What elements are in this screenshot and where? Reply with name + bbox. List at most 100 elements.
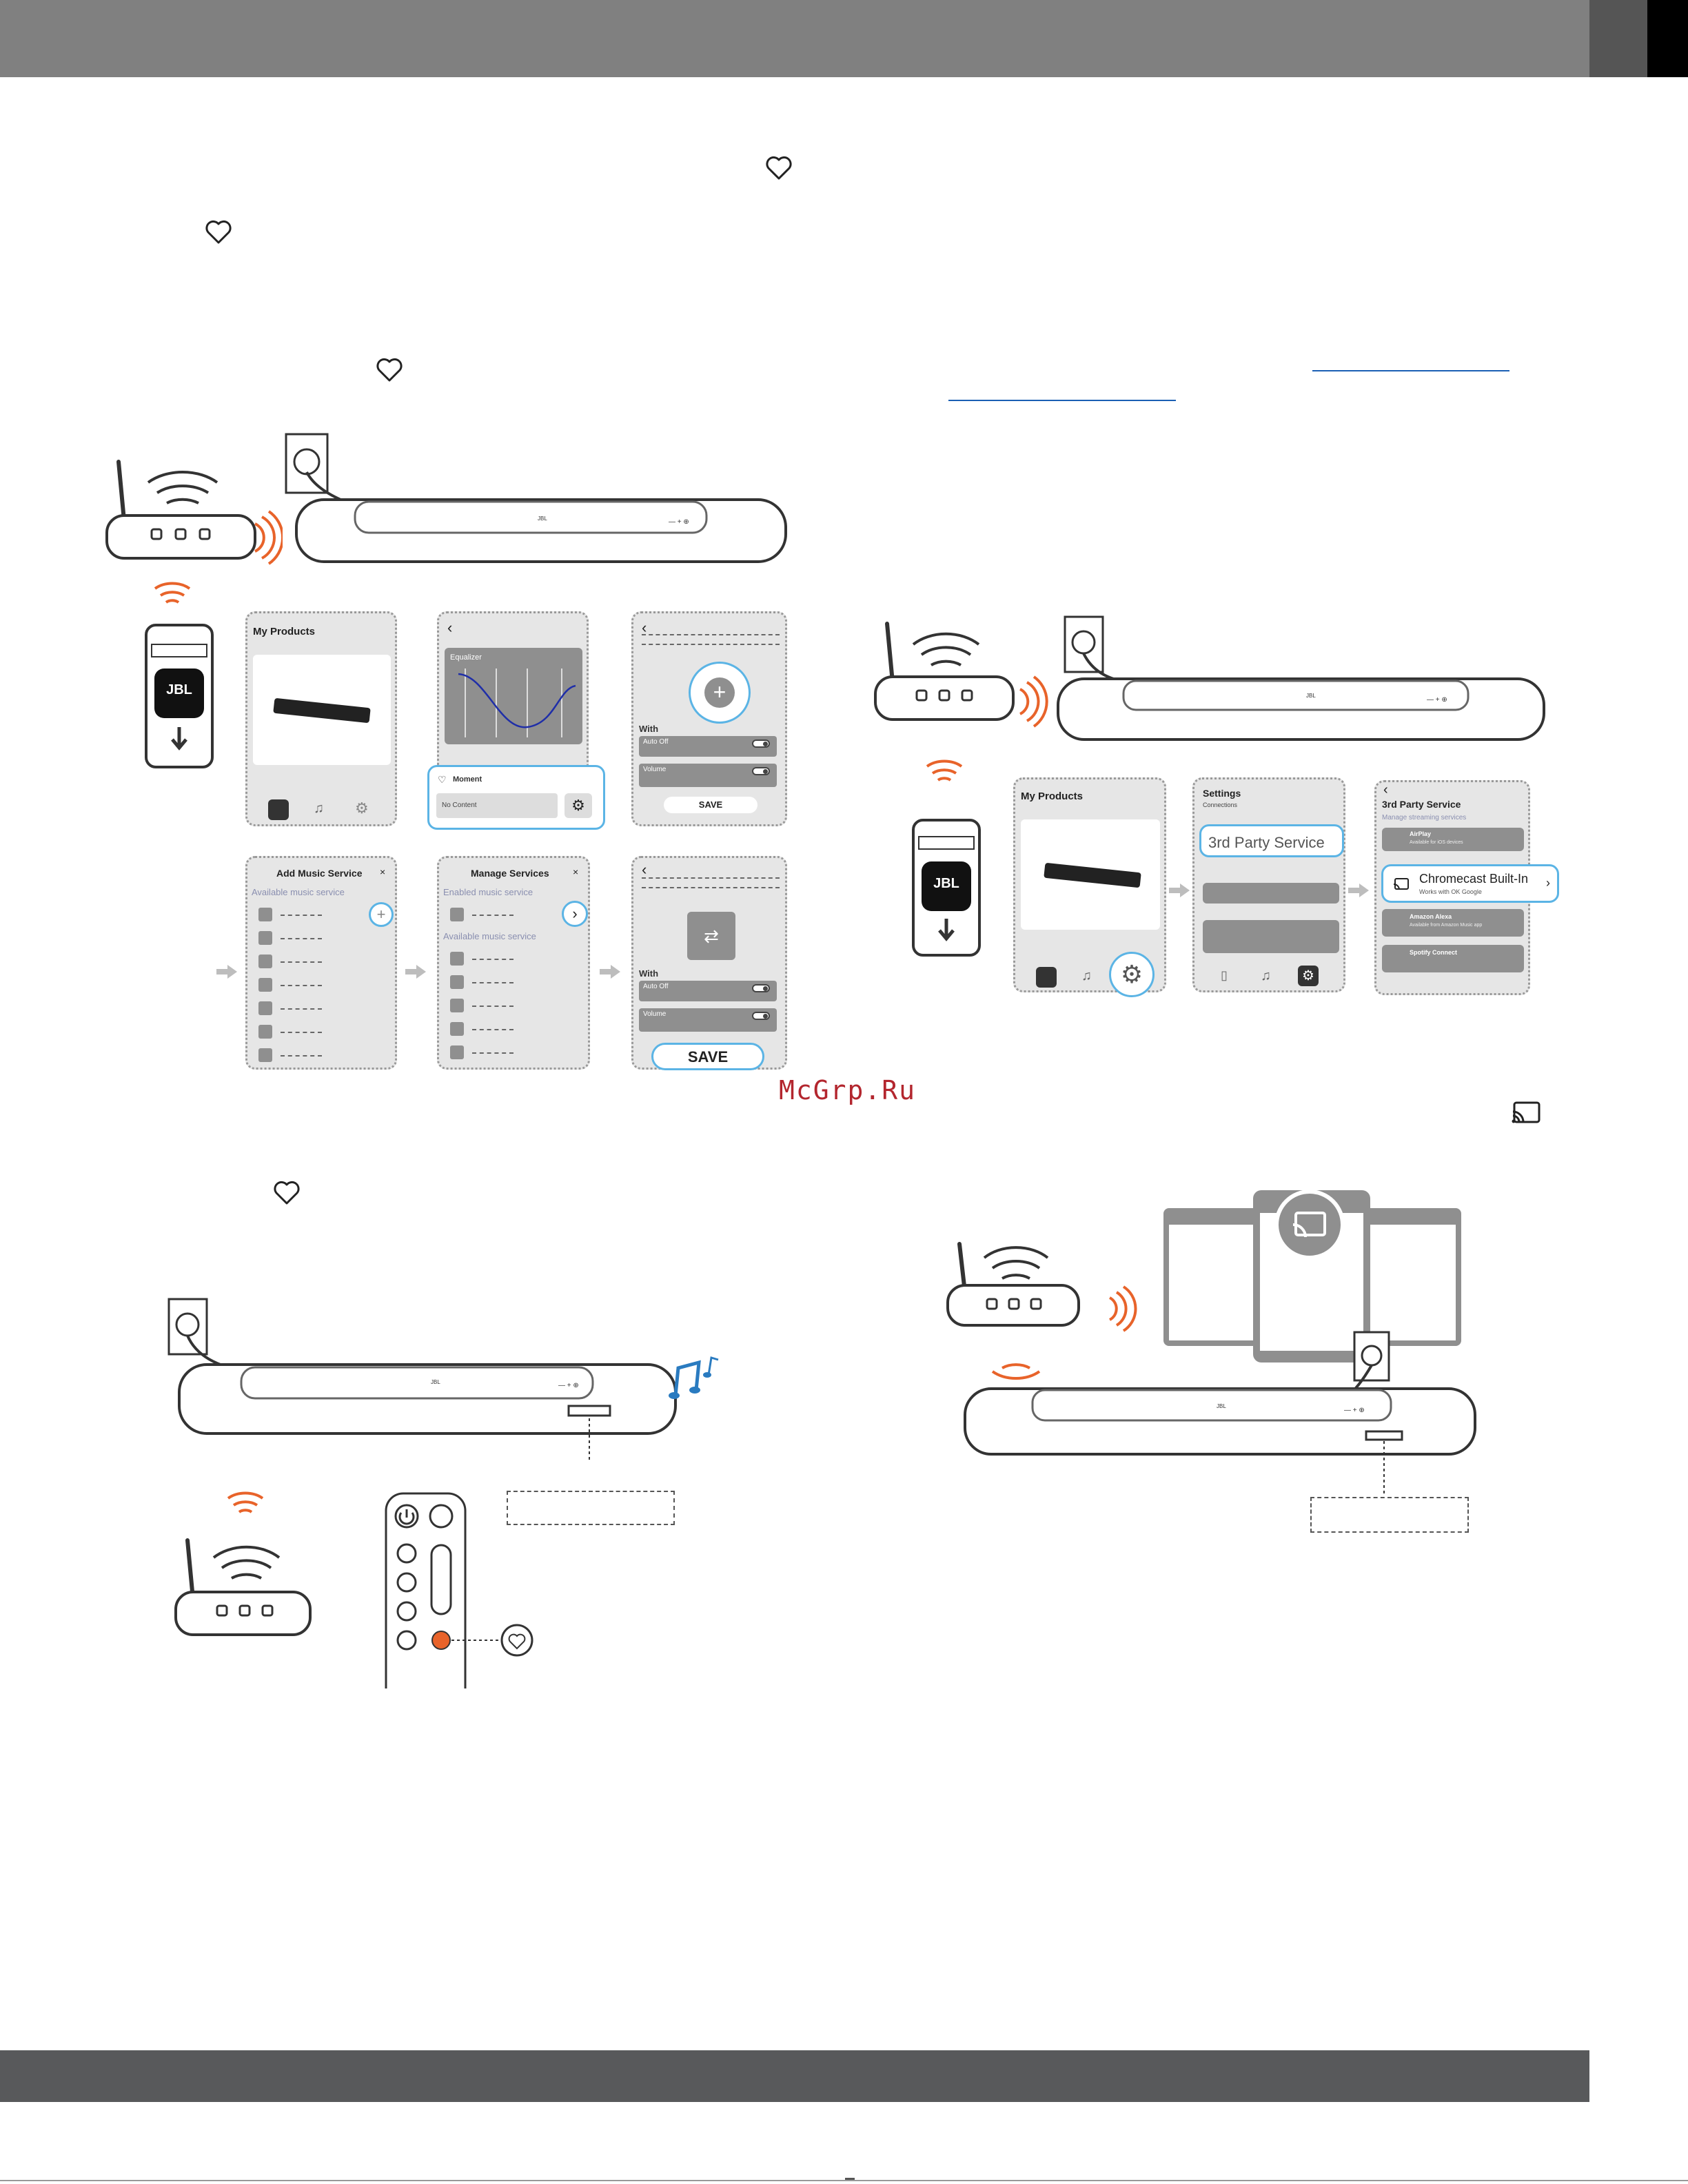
heart-icon (274, 1181, 300, 1205)
divider (642, 644, 780, 645)
divider (642, 887, 780, 888)
gear-button[interactable]: ⚙ (1109, 952, 1155, 997)
arrow-icon (1348, 884, 1369, 897)
soundbar-image (1044, 862, 1141, 888)
wifi-icon (926, 759, 963, 782)
moment-content: No Content (442, 802, 477, 809)
nav-music-icon[interactable]: ♫ (1261, 968, 1271, 983)
section-label: Enabled music service (443, 887, 533, 897)
svg-text:— + ⊕: — + ⊕ (1427, 696, 1447, 704)
service-name: Amazon Alexa (1410, 913, 1452, 920)
close-icon[interactable]: × (573, 866, 579, 877)
add-circle-button[interactable]: + (689, 662, 751, 724)
volume-label: Volume (643, 766, 667, 773)
section-label: Manage streaming services (1382, 814, 1467, 821)
volume-label: Volume (643, 1010, 667, 1018)
screen-title: My Products (1021, 790, 1084, 802)
svg-text:— + ⊕: — + ⊕ (1344, 1407, 1365, 1414)
page-marker (845, 2178, 855, 2180)
product-card[interactable] (1021, 819, 1160, 930)
close-icon[interactable]: × (380, 866, 386, 877)
volume-toggle[interactable] (752, 1012, 770, 1020)
screen-my-products-2: My Products ♫ ⚙ (1013, 777, 1166, 997)
service-row-spotify[interactable]: Spotify Connect (1382, 945, 1524, 972)
save-button[interactable]: SAVE (664, 797, 757, 813)
divider (642, 877, 780, 879)
back-icon[interactable]: ‹ (1383, 782, 1388, 797)
router-icon (174, 1538, 312, 1636)
chevron-right-button[interactable]: › (562, 901, 588, 927)
link-underline[interactable] (948, 400, 1176, 401)
nav-music-icon[interactable]: ♫ (314, 801, 324, 816)
nav-home-icon[interactable]: ▯ (1221, 968, 1228, 982)
screen-my-products: My Products ♫ ⚙ (245, 611, 397, 826)
gear-button[interactable]: ⚙ (565, 793, 592, 818)
service-row-airplay[interactable]: AirPlay Available for iOS devices (1382, 828, 1524, 851)
header-tab (1589, 0, 1647, 77)
auto-off-row: Auto Off (639, 981, 777, 1001)
screen-settings: Settings Connections ▯ ♫ ⚙ (1192, 777, 1345, 992)
arrow-icon (405, 965, 426, 979)
add-service-button[interactable]: + (369, 902, 394, 927)
nav-gear-icon[interactable]: ⚙ (1298, 966, 1319, 986)
svg-text:JBL: JBL (538, 516, 547, 522)
svg-text:JBL: JBL (1217, 1403, 1226, 1409)
header-tab-end (1647, 0, 1688, 77)
auto-off-row: Auto Off (639, 736, 777, 757)
router-icon (105, 460, 283, 565)
svg-text:JBL: JBL (431, 1379, 440, 1385)
third-party-service-callout[interactable]: 3rd Party Service (1199, 824, 1344, 857)
settings-row[interactable] (1203, 883, 1339, 904)
arrow-icon (216, 965, 237, 979)
screen-with: ‹ + With Auto Off Volume SAVE (631, 611, 787, 826)
svg-text:JBL: JBL (166, 682, 192, 697)
auto-off-toggle[interactable] (752, 739, 770, 748)
chevron-right-icon: › (1546, 876, 1550, 890)
soundbar-icon: JBL — + ⊕ (1057, 615, 1545, 741)
soundbar-icon: JBL — + ⊕ (285, 433, 787, 563)
service-row-alexa[interactable]: Amazon Alexa Available from Amazon Music… (1382, 909, 1524, 937)
screen-add-music-service: Add Music Service × Available music serv… (245, 856, 397, 1070)
svg-text:JBL: JBL (1306, 693, 1316, 699)
screen-title: Add Music Service (276, 868, 363, 879)
phone-jbl-app: JBL (145, 624, 214, 768)
screen-title: My Products (253, 626, 316, 637)
with-label: With (639, 968, 659, 979)
volume-toggle[interactable] (752, 767, 770, 775)
product-card[interactable] (253, 655, 391, 765)
arrow-icon (1169, 884, 1190, 897)
moment-content-field[interactable]: No Content (436, 793, 558, 818)
watermark: McGrp.Ru (779, 1075, 917, 1105)
soundbar-image (273, 697, 371, 724)
arrow-icon (600, 965, 620, 979)
nav-home-icon[interactable] (268, 799, 289, 820)
settings-row[interactable] (1203, 920, 1339, 953)
section-label: Available music service (443, 931, 536, 941)
heart-icon (766, 156, 792, 180)
service-name: Spotify Connect (1410, 949, 1457, 956)
link-underline[interactable] (1312, 370, 1509, 371)
eq-panel: Equalizer (445, 648, 582, 744)
save-button[interactable]: SAVE (651, 1043, 764, 1070)
chromecast-desc: Works with OK Google (1419, 888, 1482, 895)
cast-icon (1512, 1101, 1540, 1123)
back-icon[interactable]: ‹ (447, 619, 453, 636)
moment-popup: ♡ Moment No Content ⚙ (427, 765, 605, 830)
back-icon[interactable]: ‹ (642, 861, 647, 878)
nav-home-icon[interactable] (1036, 967, 1057, 988)
shuffle-icon: ⇄ (687, 912, 735, 960)
screen-manage-services: Manage Services × Enabled music service … (437, 856, 590, 1070)
service-desc: Available from Amazon Music app (1410, 923, 1483, 928)
divider (642, 634, 780, 635)
footer-bar (0, 2050, 1589, 2102)
auto-off-toggle[interactable] (752, 984, 770, 992)
back-icon[interactable]: ‹ (642, 619, 647, 636)
section-label: Available music service (252, 887, 345, 897)
router-icon (874, 622, 1048, 728)
chromecast-callout[interactable]: Chromecast Built-In Works with OK Google… (1381, 864, 1559, 903)
nav-gear-icon[interactable]: ⚙ (355, 799, 369, 817)
screen-title: 3rd Party Service (1382, 799, 1461, 810)
nav-music-icon[interactable]: ♫ (1081, 968, 1092, 983)
auto-off-label: Auto Off (643, 983, 669, 990)
callout-label: 3rd Party Service (1208, 834, 1325, 851)
